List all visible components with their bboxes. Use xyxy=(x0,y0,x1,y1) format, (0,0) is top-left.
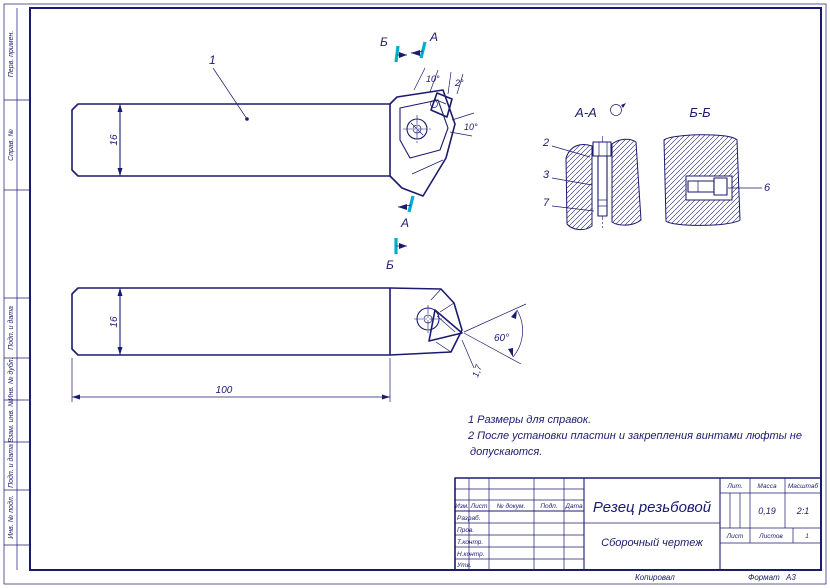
tb-massa-value: 0,19 xyxy=(758,506,776,516)
footer-format-value: А3 xyxy=(785,573,796,582)
footer-format-label: Формат xyxy=(748,573,780,582)
section-bb: Б-Б 6 xyxy=(663,105,771,226)
cut-label-b-bottom: Б xyxy=(386,258,394,272)
dim-tip-label: 1,7 xyxy=(470,363,484,379)
footer-margin: Копировал Формат А3 xyxy=(635,573,796,582)
tb-masshtab-value: 2:1 xyxy=(796,506,810,516)
margin-column: Перв. примен. Справ. № Подп. и дата Инв.… xyxy=(4,8,30,570)
note-line-3: допускаются. xyxy=(470,446,542,458)
dim-length-label: 100 xyxy=(216,385,233,396)
cut-mark-a-top: А xyxy=(410,30,438,59)
tb-col-podp: Подп. xyxy=(540,502,557,510)
tb-row-nkontr: Н.контр. xyxy=(457,551,485,558)
rotated-section-icon xyxy=(610,103,626,116)
insert-outline-bottom xyxy=(428,309,463,342)
section-aa: А-А 2 3 7 xyxy=(542,103,642,231)
insert-outline-top xyxy=(430,92,453,118)
cut-mark-b-bottom: Б xyxy=(386,238,407,272)
section-bb-title: Б-Б xyxy=(689,105,711,120)
dim-height-bottom-label: 16 xyxy=(109,316,120,328)
pin-section xyxy=(687,177,728,196)
dim-angle-2-label: 2° xyxy=(454,78,464,88)
tb-col-list: Лист xyxy=(470,503,488,510)
footer-kopiroval: Копировал xyxy=(635,573,675,582)
section-aa-title: А-А xyxy=(574,105,597,120)
tb-doc-type: Сборочный чертеж xyxy=(601,537,703,549)
callout-2-label: 2 xyxy=(542,137,549,149)
cut-mark-a-bottom: А xyxy=(397,195,415,230)
tb-listov-label: Листов xyxy=(758,533,783,540)
bottom-view: 16 60° 1,7 100 xyxy=(71,287,527,402)
tb-listov-value: 1 xyxy=(805,533,809,540)
tb-list-label: Лист xyxy=(726,533,744,540)
tb-col-data: Дата xyxy=(564,503,583,510)
screw-section xyxy=(592,141,612,217)
callout-7-label: 7 xyxy=(543,197,550,209)
cut-mark-b-top: Б xyxy=(380,35,407,63)
dim-angle-10-right-label: 10° xyxy=(464,122,478,132)
tb-row-tkontr: Т.контр. xyxy=(457,539,483,546)
margin-label-sprav-no: Справ. № xyxy=(8,129,15,161)
top-view: 16 1 10° 2° 10° А Б xyxy=(71,30,478,272)
margin-label-podp-data-1: Подп. и дата xyxy=(7,306,15,350)
tb-masshtab-label: Масштаб xyxy=(788,482,819,490)
margin-label-inv-dubl: Инв. № дубл. xyxy=(7,357,15,400)
tb-row-prov: Пров. xyxy=(457,527,474,534)
callout-6-label: 6 xyxy=(764,182,771,194)
page-frame xyxy=(3,3,827,585)
cut-label-a-top: А xyxy=(429,30,438,44)
margin-label-podp-data-2: Подп. и дата xyxy=(7,444,15,488)
title-block: Изм. Лист № докум. Подп. Дата Разраб. Пр… xyxy=(454,477,822,571)
tb-col-izm: Изм. xyxy=(455,503,469,510)
technical-notes: 1 Размеры для справок. 2 После установки… xyxy=(467,414,802,458)
dim-angle-10-top-label: 10° xyxy=(426,74,440,84)
tb-product-name: Резец резьбовой xyxy=(593,499,712,516)
margin-label-vzam-inv: Взам. инв. № xyxy=(8,399,15,443)
note-line-2: 2 После установки пластин и закрепления … xyxy=(467,430,802,442)
margin-label-perv-primen: Перв. примен. xyxy=(8,31,15,78)
cut-label-a-bottom: А xyxy=(400,216,409,230)
margin-label-inv-podl: Инв. № подл. xyxy=(7,495,15,538)
tb-row-razrab: Разраб. xyxy=(457,514,481,522)
callout-1-label: 1 xyxy=(209,53,216,67)
tb-row-utv: Утв. xyxy=(456,562,472,569)
tool-head-outline-bottom xyxy=(389,287,463,356)
tool-head-outline-top xyxy=(389,89,456,197)
tb-lit-label: Лит. xyxy=(726,483,742,490)
dim-angle-60-label: 60° xyxy=(494,333,509,344)
cut-label-b-top: Б xyxy=(380,35,388,49)
tb-col-doc: № докум. xyxy=(497,502,526,510)
note-line-1: 1 Размеры для справок. xyxy=(468,414,591,426)
callout-3-label: 3 xyxy=(543,169,550,181)
tb-massa-label: Масса xyxy=(757,483,777,490)
dim-height-top-label: 16 xyxy=(109,134,120,146)
